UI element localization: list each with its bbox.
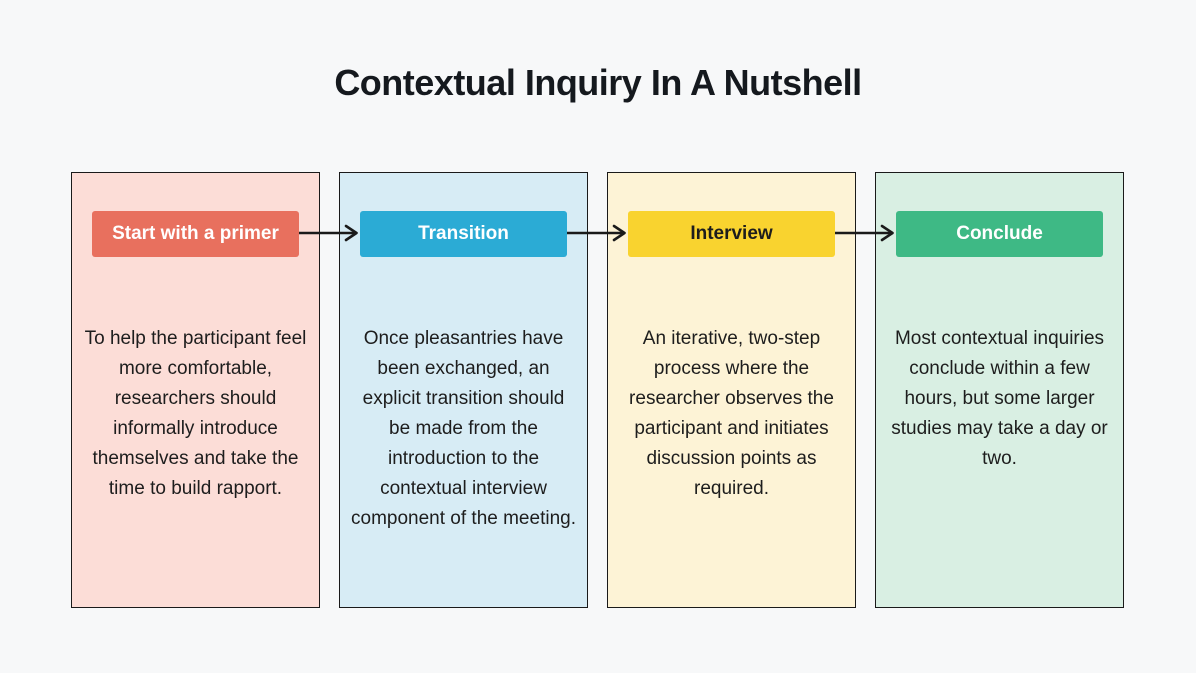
step-card-transition: Transition Once pleasantries have been e…: [339, 172, 588, 608]
arrow-right-icon: [567, 224, 626, 242]
arrow-right-icon: [835, 224, 894, 242]
step-card-conclude: Conclude Most contextual inquiries concl…: [875, 172, 1124, 608]
step-card-interview: Interview An iterative, two-step process…: [607, 172, 856, 608]
step-label-start-with-a-primer: Start with a primer: [92, 211, 299, 257]
page-title: Contextual Inquiry In A Nutshell: [334, 62, 862, 103]
steps-row: Start with a primer To help the particip…: [71, 172, 1124, 608]
step-label-interview: Interview: [628, 211, 835, 257]
arrow-right-icon: [299, 224, 358, 242]
step-label-transition: Transition: [360, 211, 567, 257]
step-description: To help the participant feel more comfor…: [84, 328, 307, 499]
step-card-start-with-a-primer: Start with a primer To help the particip…: [71, 172, 320, 608]
step-description: Once pleasantries have been exchanged, a…: [351, 328, 576, 529]
step-description: Most contextual inquiries conclude withi…: [891, 328, 1108, 469]
step-description: An iterative, two-step process where the…: [629, 328, 834, 499]
step-label-conclude: Conclude: [896, 211, 1103, 257]
